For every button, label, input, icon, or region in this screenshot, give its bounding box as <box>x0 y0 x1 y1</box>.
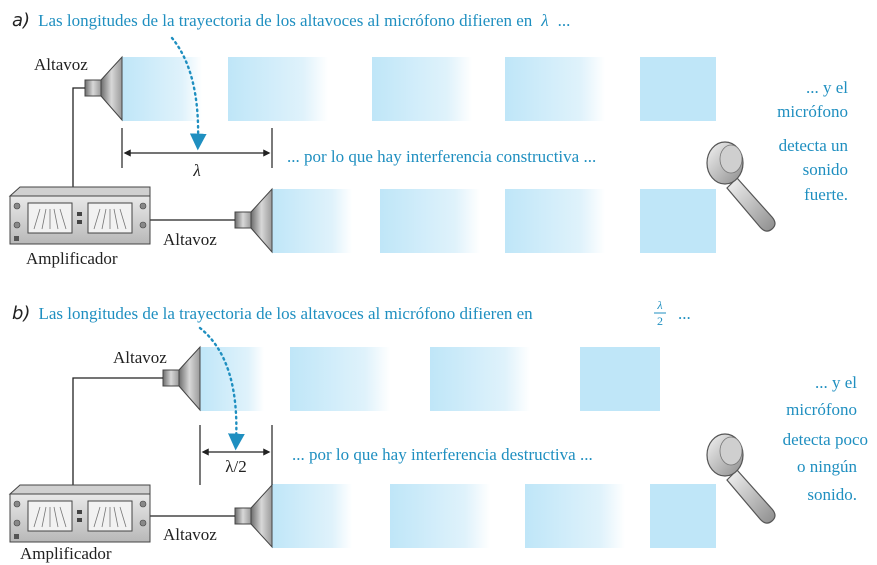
panel-b-heading-tail: ... <box>678 304 691 323</box>
panel-a-part-label: a) <box>12 10 30 31</box>
panel-a-speaker-bottom-label: Altavoz <box>163 230 217 249</box>
panel-a-top-wave <box>122 57 716 121</box>
svg-text:b) Las longitudes de la: b) Las longitudes de la trayectoria de l… <box>12 303 533 324</box>
panel-b-microphone-icon <box>706 433 776 524</box>
panel-a-heading-tail: ... <box>558 11 571 30</box>
svg-text:detecta poco: detecta poco <box>783 430 868 449</box>
panel-a-wire-top <box>72 87 85 188</box>
svg-text:o ningún: o ningún <box>797 457 857 476</box>
panel-a-speaker-top <box>84 55 123 122</box>
panel-b-wire-top <box>72 377 163 486</box>
panel-b-part-label: b) <box>12 303 30 324</box>
panel-a-amplifier-label: Amplificador <box>26 249 118 268</box>
svg-text:fuerte.: fuerte. <box>804 185 848 204</box>
svg-text:a) Las longitudes de la: a) Las longitudes de la trayectoria de l… <box>12 10 570 31</box>
panel-a-speaker-bottom <box>234 187 273 254</box>
panel-b-amplifier <box>8 484 151 543</box>
panel-a-bottom-wave <box>272 189 716 253</box>
panel-b-top-wave <box>200 347 660 411</box>
panel-b-dimension <box>199 425 273 485</box>
panel-a-speaker-top-label: Altavoz <box>34 55 88 74</box>
panel-b-speaker-top <box>162 345 201 412</box>
panel-a-microphone-icon <box>706 141 776 232</box>
panel-a-heading-symbol: λ <box>540 11 548 30</box>
panel-b-speaker-top-label: Altavoz <box>113 348 167 367</box>
panel-b-speaker-bottom-label: Altavoz <box>163 525 217 544</box>
svg-text:sonido.: sonido. <box>807 485 857 504</box>
panel-b-heading-frac-num: λ <box>656 298 662 312</box>
panel-a-heading: Las longitudes de la trayectoria de los … <box>38 11 533 30</box>
panel-a-dimension-label: λ <box>192 161 200 180</box>
svg-text:micrófono: micrófono <box>777 102 848 121</box>
panel-a-interference-text: ... por lo que hay interferencia constru… <box>287 147 596 166</box>
panel-a-amplifier <box>8 186 151 245</box>
svg-text:... y el: ... y el <box>815 373 857 392</box>
svg-text:detecta un: detecta un <box>779 136 849 155</box>
svg-text:... y el: ... y el <box>806 78 848 97</box>
panel-b-mic-text: ... y el micrófono detecta poco o ningún… <box>783 373 868 504</box>
panel-a: a) Las longitudes de la trayectoria de l… <box>8 10 848 268</box>
panel-b-speaker-bottom <box>234 483 273 549</box>
panel-b-bottom-wave <box>272 484 716 548</box>
svg-text:micrófono: micrófono <box>786 400 857 419</box>
panel-b-pointer-arrow <box>198 326 245 451</box>
panel-b-heading-frac-den: 2 <box>657 314 663 328</box>
panel-a-pointer-arrow <box>170 36 207 151</box>
panel-b-interference-text: ... por lo que hay interferencia destruc… <box>292 445 593 464</box>
panel-b-dimension-label: λ/2 <box>225 457 246 476</box>
panel-b-amplifier-label: Amplificador <box>20 544 112 563</box>
panel-b-heading: Las longitudes de la trayectoria de los … <box>38 304 533 323</box>
panel-a-mic-text: ... y el micrófono detecta un sonido fue… <box>777 78 848 204</box>
svg-text:sonido: sonido <box>803 160 848 179</box>
panel-b: b) Las longitudes de la trayectoria de l… <box>8 298 868 563</box>
panel-a-dimension <box>121 128 273 168</box>
